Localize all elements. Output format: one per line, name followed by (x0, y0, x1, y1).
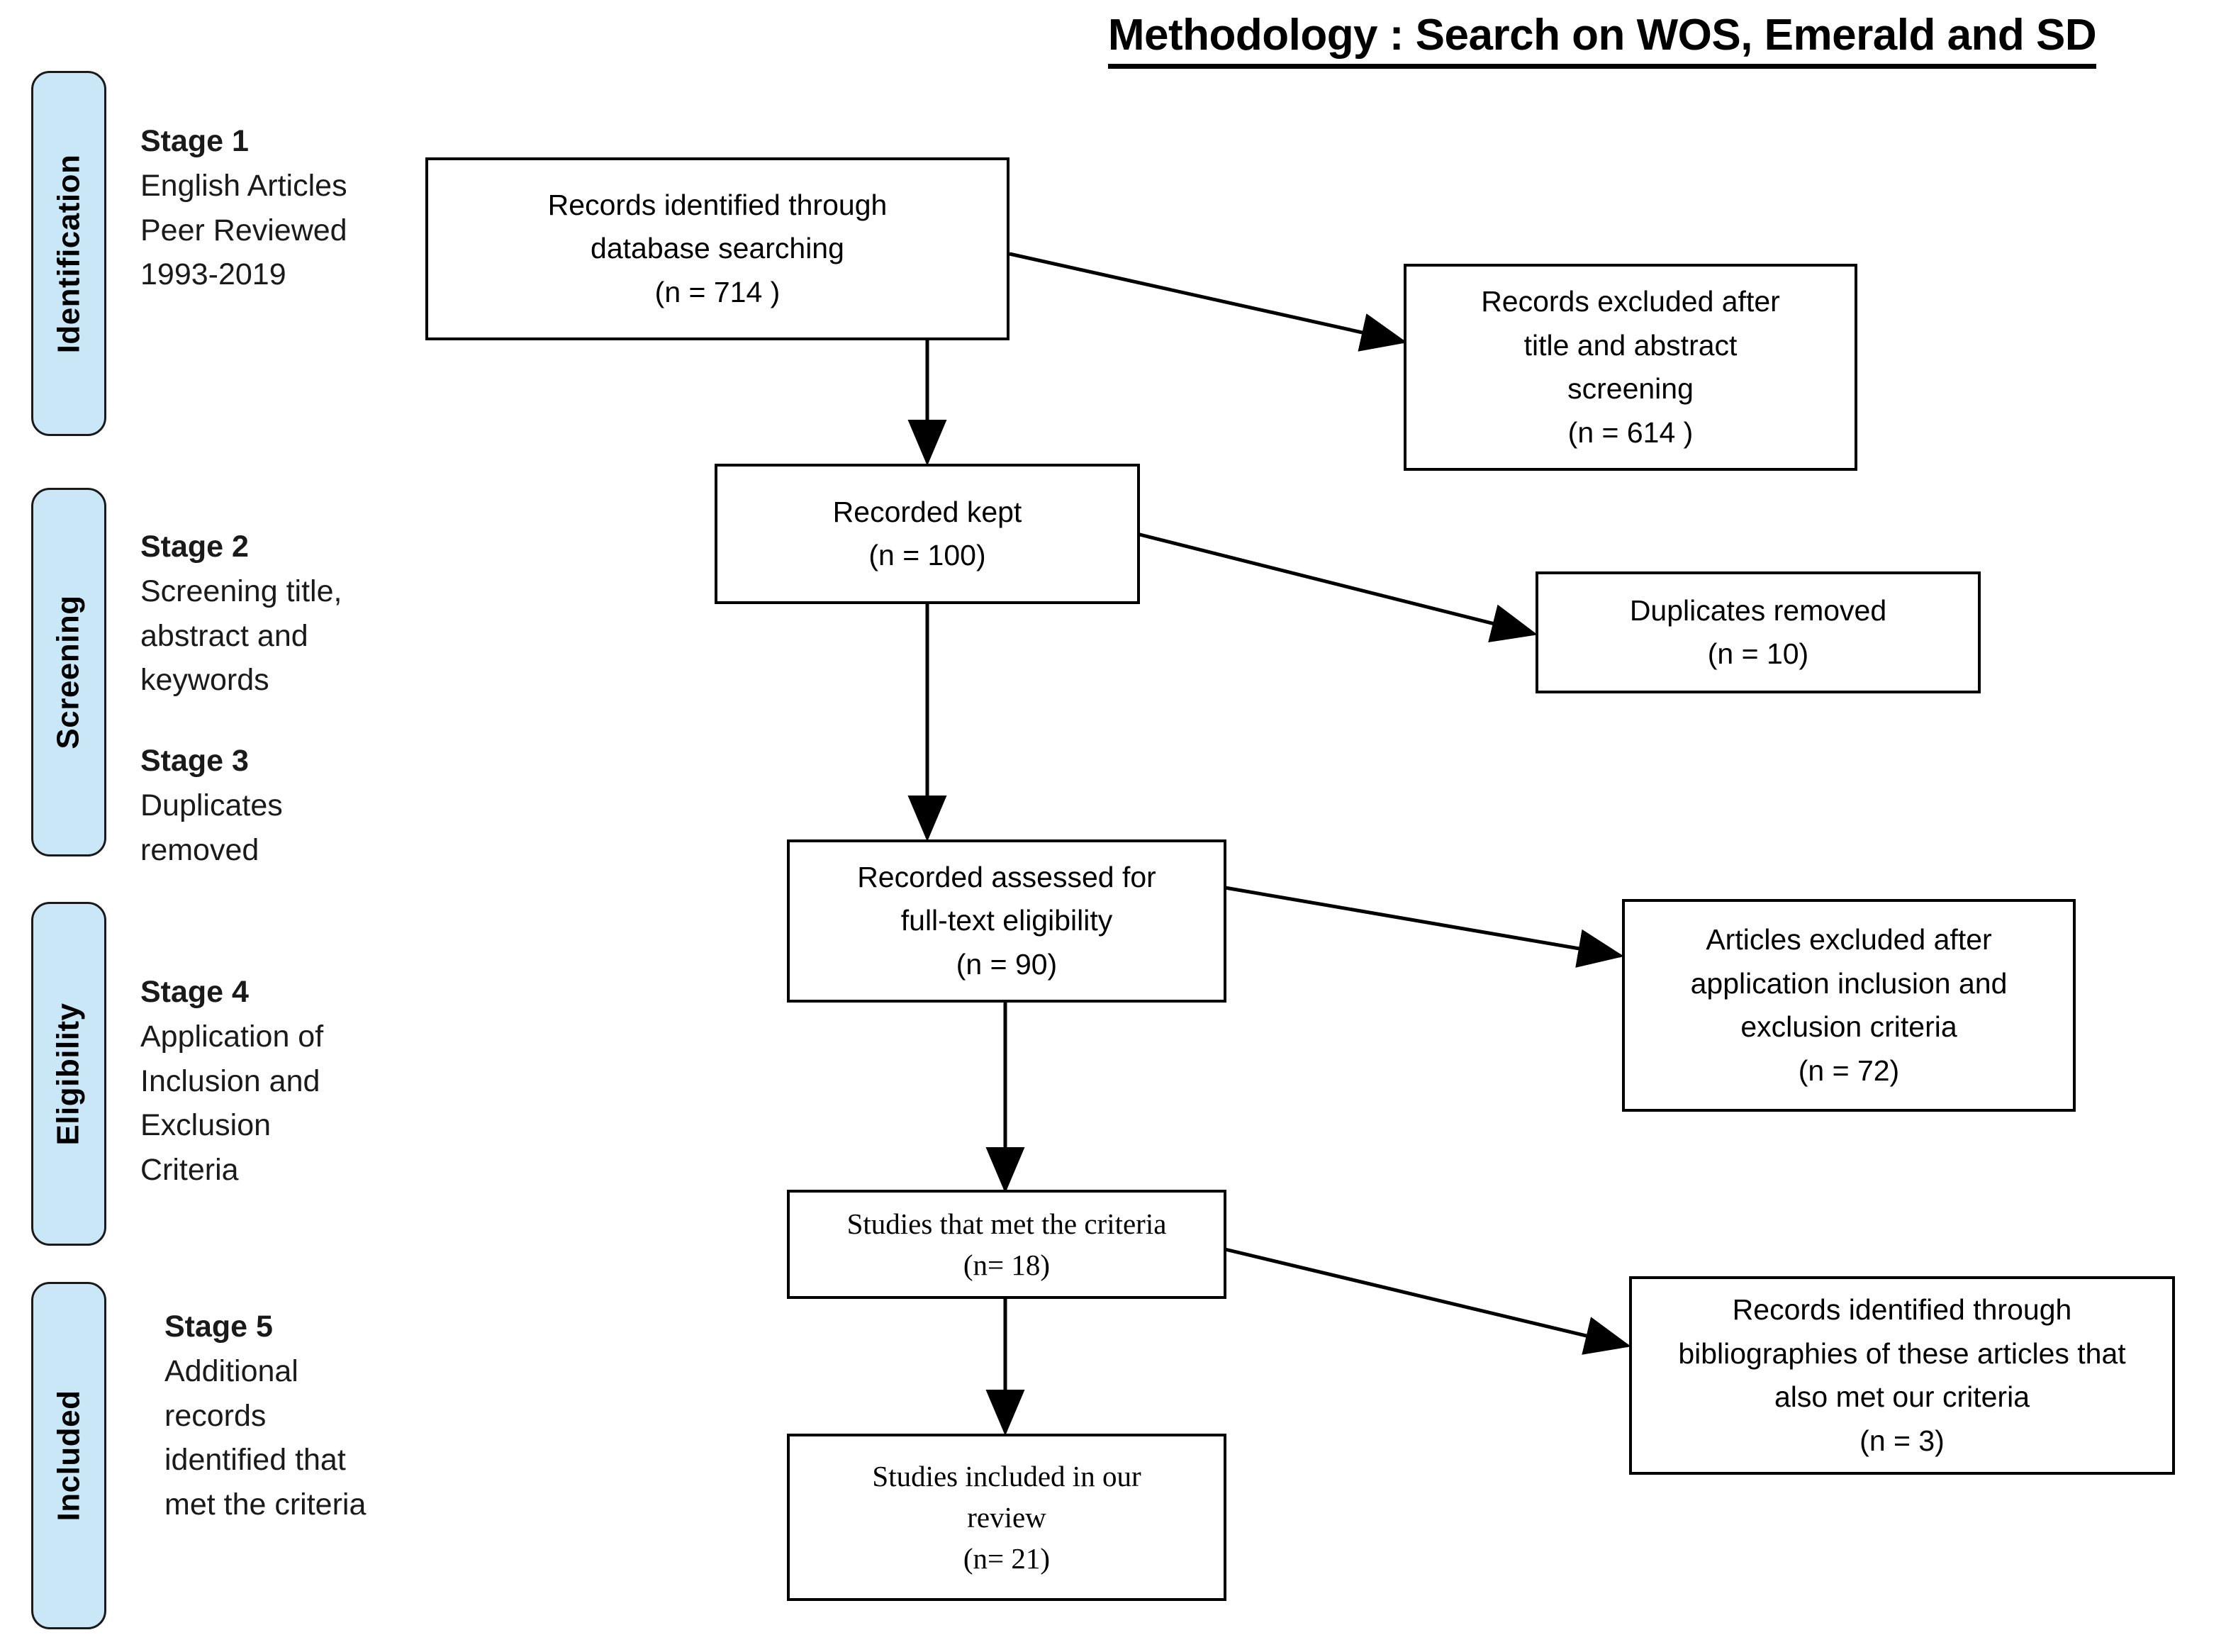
phase-tab-identification-label: Identification (51, 154, 86, 353)
stage-5-heading: Stage 5 (164, 1310, 273, 1344)
stage-4-heading: Stage 4 (140, 975, 249, 1009)
stage-1-heading: Stage 1 (140, 124, 249, 158)
node-articles-excluded: Articles excluded after application incl… (1622, 899, 2076, 1112)
stage-3-heading: Stage 3 (140, 744, 249, 778)
node-records-bibliographies-text: Records identified through bibliographie… (1678, 1293, 2126, 1457)
node-studies-met-criteria-text: Studies that met the criteria (n= 18) (846, 1207, 1167, 1281)
stage-1-block: Stage 1 English Articles Peer Reviewed 1… (140, 119, 445, 297)
stage-3-body: Duplicates removed (140, 788, 283, 867)
stage-1-body: English Articles Peer Reviewed 1993-2019 (140, 168, 347, 292)
page-title: Methodology : Search on WOS, Emerald and… (1014, 10, 2191, 69)
stage-4-body: Application of Inclusion and Exclusion C… (140, 1019, 324, 1188)
node-recorded-assessed: Recorded assessed for full-text eligibil… (787, 839, 1226, 1003)
phase-tab-eligibility: Eligibility (31, 902, 106, 1246)
phase-tab-identification: Identification (31, 71, 106, 436)
node-studies-included-text: Studies included in our review (n= 21) (872, 1459, 1141, 1575)
arrow-identified-to-excluded (1009, 252, 1407, 352)
arrow-assessed-to-articles-excluded (1224, 886, 1624, 968)
stage-2-heading: Stage 2 (140, 530, 249, 564)
node-recorded-kept: Recorded kept (n = 100) (715, 464, 1140, 604)
node-records-identified: Records identified through database sear… (425, 157, 1009, 340)
node-records-excluded: Records excluded after title and abstrac… (1404, 264, 1857, 471)
node-records-excluded-text: Records excluded after title and abstrac… (1481, 285, 1780, 449)
stage-4-block: Stage 4 Application of Inclusion and Exc… (140, 970, 445, 1193)
node-recorded-kept-text: Recorded kept (n = 100) (832, 495, 1022, 572)
stage-5-body: Additional records identified that met t… (164, 1354, 367, 1522)
page-title-text: Methodology : Search on WOS, Emerald and… (1107, 11, 2097, 69)
node-articles-excluded-text: Articles excluded after application incl… (1690, 923, 2008, 1087)
stage-2-block: Stage 2 Screening title, abstract and ke… (140, 525, 445, 703)
arrow-met-criteria-to-bibliographies (1224, 1247, 1631, 1355)
node-studies-included: Studies included in our review (n= 21) (787, 1434, 1226, 1601)
node-duplicates-removed-text: Duplicates removed (n = 10) (1629, 593, 1887, 671)
node-duplicates-removed: Duplicates removed (n = 10) (1536, 571, 1981, 693)
arrow-kept-to-duplicates (1134, 531, 1538, 643)
node-records-bibliographies: Records identified through bibliographie… (1629, 1276, 2175, 1475)
stage-3-block: Stage 3 Duplicates removed (140, 739, 445, 872)
phase-tab-screening-label: Screening (51, 595, 86, 749)
phase-tab-eligibility-label: Eligibility (51, 1002, 86, 1146)
phase-tab-included-label: Included (51, 1390, 86, 1522)
node-recorded-assessed-text: Recorded assessed for full-text eligibil… (857, 860, 1156, 981)
stage-5-block: Stage 5 Additional records identified th… (164, 1305, 469, 1527)
stage-2-body: Screening title, abstract and keywords (140, 574, 342, 698)
node-records-identified-text: Records identified through database sear… (547, 188, 888, 308)
node-studies-met-criteria: Studies that met the criteria (n= 18) (787, 1190, 1226, 1299)
phase-tab-screening: Screening (31, 488, 106, 856)
phase-tab-included: Included (31, 1282, 106, 1629)
